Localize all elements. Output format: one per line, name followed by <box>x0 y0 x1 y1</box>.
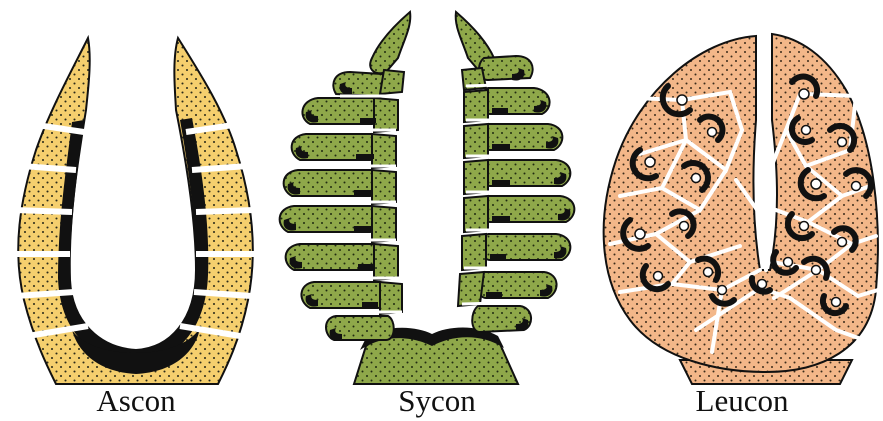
leucon-sponge <box>604 34 878 384</box>
leucon-label: Leucon <box>642 384 842 418</box>
ascon-label: Ascon <box>36 384 236 418</box>
sycon-sponge <box>280 12 576 384</box>
leucon-body <box>604 34 878 372</box>
sycon-label: Sycon <box>337 384 537 418</box>
sycon-left-radial-canals <box>280 70 404 340</box>
ascon-sponge <box>12 38 254 384</box>
sycon-right-radial-canals <box>458 56 574 332</box>
sycon-left-apex <box>370 12 410 73</box>
